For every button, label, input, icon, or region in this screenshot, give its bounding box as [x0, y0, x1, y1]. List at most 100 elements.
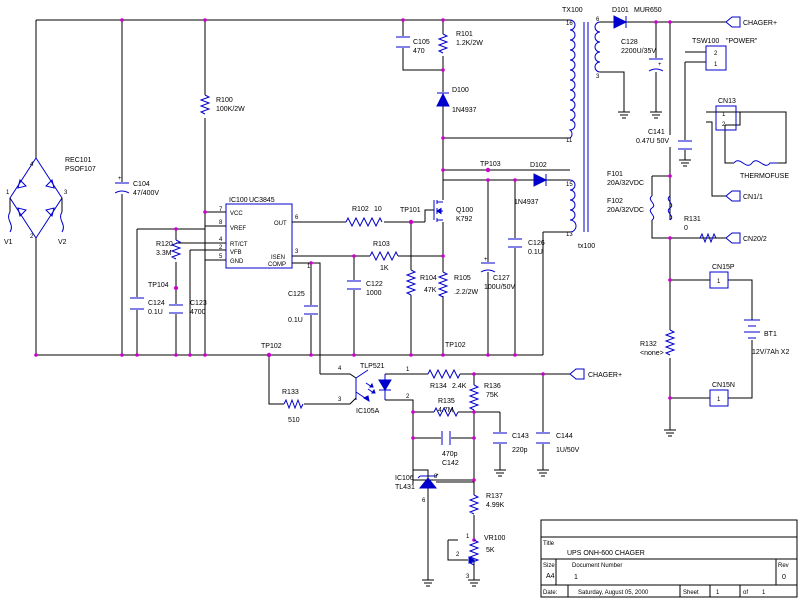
- c124-value: 0.1U: [148, 309, 163, 316]
- diode-d101[interactable]: D101 MUR650: [612, 7, 662, 29]
- capacitor-c123[interactable]: C123 4700: [169, 300, 207, 316]
- c143-ref: C143: [512, 433, 529, 440]
- bt1-ref: BT1: [764, 331, 777, 338]
- tp101-label: TP101: [400, 207, 421, 214]
- resistor-r137[interactable]: R137 4.99K: [468, 493, 505, 515]
- r100-value: 100K/2W: [216, 106, 245, 113]
- pin-label: 1: [717, 397, 721, 403]
- c125-value: 0.1U: [288, 317, 303, 324]
- tx100-ref: TX100: [562, 7, 583, 14]
- capacitor-c127[interactable]: + C127 100U/50V: [480, 257, 515, 291]
- transformer-tx100[interactable]: TX100 tx100 16 11 15 13 6 3: [562, 7, 601, 250]
- pin-label: 6: [422, 498, 426, 504]
- shunt-regulator-ic106[interactable]: IC106 TL431 8 6: [395, 469, 474, 504]
- connector-cn15n[interactable]: 1 CN15N: [709, 382, 735, 407]
- capacitor-c105[interactable]: C105 470: [396, 36, 430, 55]
- rev-value: 0: [782, 574, 786, 581]
- vr100-value: 5K: [486, 547, 495, 554]
- c142-ref: C142: [442, 460, 459, 467]
- r132-value: <none>: [640, 350, 664, 357]
- resistor-r135[interactable]: R135 4.7M: [433, 398, 459, 418]
- testpoint-tp104[interactable]: TP104: [148, 282, 178, 290]
- thermofuse[interactable]: THERMOFUSE: [733, 160, 789, 180]
- capacitor-c144[interactable]: C144 1U/50V: [536, 432, 580, 454]
- pin-label: 2: [722, 122, 726, 128]
- q100-value: K792: [456, 216, 472, 223]
- testpoint-tp101[interactable]: TP101: [400, 207, 421, 225]
- r105-ref: R105: [454, 275, 471, 282]
- r135-value: 4.7M: [438, 407, 454, 414]
- capacitor-c141[interactable]: C141 0.47U 50V: [636, 129, 692, 150]
- resistor-r131[interactable]: R131 0: [684, 216, 717, 244]
- tx100-alt: tx100: [578, 243, 595, 250]
- battery-bt1[interactable]: BT1 12V/7Ah X2: [744, 319, 789, 356]
- capacitor-c143[interactable]: C143 220p: [493, 432, 529, 454]
- fuse-f102[interactable]: F102 20A/32VDC: [607, 195, 673, 221]
- resistor-r100[interactable]: R100 100K/2W: [199, 94, 245, 115]
- d102-value: 1N4937: [514, 199, 539, 206]
- resistor-r105[interactable]: R105 .2.2/2W TP102: [437, 271, 479, 349]
- r133-ref: R133: [282, 389, 299, 396]
- connector-cn13[interactable]: 1 2 CN13: [715, 98, 737, 131]
- title-value: UPS ONH-600 CHAGER: [567, 550, 645, 557]
- capacitor-c126[interactable]: C126 0.1U: [508, 238, 545, 256]
- resistor-r103[interactable]: R103 1K: [369, 241, 399, 272]
- r104-ref: R104: [420, 275, 437, 282]
- pin-label: 3: [466, 574, 470, 580]
- c127-ref: C127: [493, 275, 510, 282]
- r135-ref: R135: [438, 398, 455, 405]
- c128-plus: +: [658, 62, 662, 68]
- resistor-r136[interactable]: R136 75K: [468, 383, 501, 411]
- resistor-r102[interactable]: R102 10: [345, 206, 383, 228]
- net-chager-top[interactable]: CHAGER+: [725, 16, 777, 28]
- testpoint-tp102[interactable]: TP102: [261, 343, 282, 358]
- v2-label: V2: [58, 239, 67, 246]
- resistor-r134[interactable]: R134 2.4K: [427, 368, 467, 390]
- tlp521-ref: TLP521: [360, 363, 385, 370]
- testpoint-tp103[interactable]: TP103: [480, 161, 501, 173]
- rec101-ref: REC101: [65, 157, 92, 164]
- vr100-ref: VR100: [484, 535, 506, 542]
- capacitor-c124[interactable]: C124 0.1U: [130, 297, 165, 316]
- connector-cn15p[interactable]: 1 CN15P: [709, 264, 735, 289]
- bridge-rectifier[interactable]: REC101 PSOF107 4 1 3 2 V1 V2: [4, 157, 96, 246]
- fuse-f101[interactable]: F101 20A/32VDC: [607, 171, 655, 221]
- capacitor-c128[interactable]: + C128 2200U/35V: [621, 39, 664, 72]
- net-cn20[interactable]: CN20/2: [725, 232, 767, 244]
- net-chager-mid[interactable]: CHAGER+: [569, 368, 622, 380]
- c122-ref: C122: [366, 281, 383, 288]
- diode-d100[interactable]: D100 1N4937: [436, 87, 477, 114]
- docnum-label: Document Number: [572, 563, 622, 569]
- potentiometer-vr100[interactable]: VR100 5K 1 2 3: [456, 534, 506, 580]
- capacitor-c104[interactable]: + C104 47/400V: [114, 176, 159, 197]
- r120-value: 3.3M: [156, 250, 172, 257]
- pin-label: 1: [307, 264, 311, 270]
- optocoupler-tlp521[interactable]: TLP521 IC105A 4 3 1 2: [338, 363, 410, 415]
- mosfet-q100[interactable]: Q100 K792: [433, 200, 473, 223]
- resistor-r101[interactable]: R101 1.2K/2W: [437, 31, 483, 54]
- tlp521-alt: IC105A: [356, 408, 380, 415]
- cn13-ref: CN13: [718, 98, 736, 105]
- ic100-pin-vfb: VFB: [230, 250, 242, 256]
- ic100-uc3845[interactable]: IC100 UC3845 VCC VREF RT/CT VFB GND OUT …: [219, 197, 311, 270]
- title-label: Title: [543, 541, 555, 547]
- net-chager-mid-label: CHAGER+: [588, 372, 622, 379]
- r120-ref: R120: [156, 241, 173, 248]
- capacitor-c125[interactable]: C125 0.1U: [288, 291, 318, 324]
- resistor-r132[interactable]: R132 <none>: [640, 329, 676, 357]
- date-label: Date:: [543, 590, 558, 596]
- capacitor-c142[interactable]: 470p C142: [441, 431, 459, 467]
- resistor-r120[interactable]: R120 3.3M: [156, 239, 182, 260]
- capacitor-c122[interactable]: C122 1000: [347, 280, 383, 297]
- pin-label: 2: [30, 234, 34, 240]
- pin-label: 6: [596, 17, 600, 23]
- resistor-r133[interactable]: R133 510: [282, 389, 304, 424]
- c144-value: 1U/50V: [556, 447, 580, 454]
- diode-d102[interactable]: D102 1N4937: [514, 162, 548, 206]
- switch-tsw100[interactable]: 2 1 TSW100 "POWER": [692, 38, 758, 71]
- resistor-r104[interactable]: R104 47K: [405, 269, 437, 296]
- pin-label: 8: [434, 474, 438, 480]
- net-cn1[interactable]: CN1/1: [725, 190, 763, 202]
- pin-label: 1: [6, 190, 10, 196]
- r136-ref: R136: [484, 383, 501, 390]
